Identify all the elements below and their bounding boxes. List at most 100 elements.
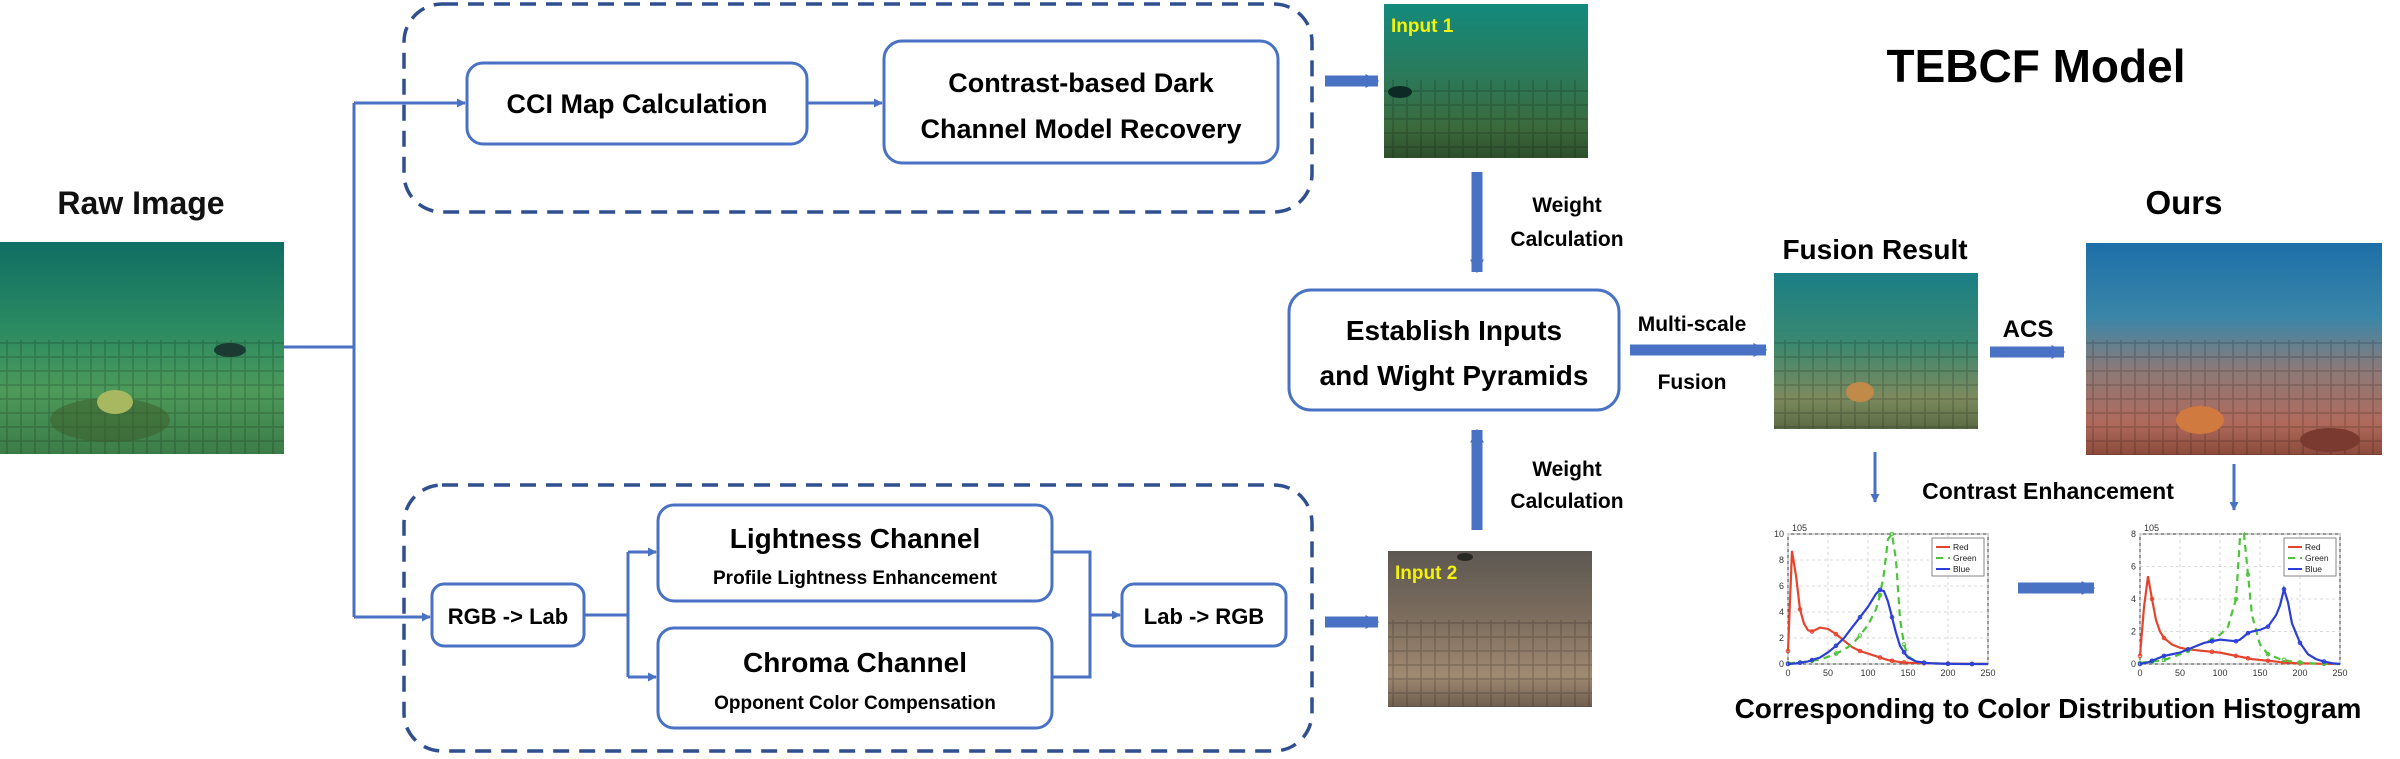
series-point-blue <box>2233 638 2239 644</box>
series-point-red <box>2149 596 2155 602</box>
series-point-blue <box>1877 587 1883 593</box>
series-point-blue <box>1945 661 1951 667</box>
lightness-title: Lightness Channel <box>730 523 980 554</box>
series-point-red <box>2209 649 2215 655</box>
x-tick-label: 100 <box>2212 668 2227 678</box>
multi-scale-label: Multi-scale <box>1638 313 1747 336</box>
rgb-to-lab-label: RGB -> Lab <box>448 604 568 629</box>
series-point-blue <box>1797 660 1803 666</box>
series-point-green <box>2245 572 2251 577</box>
series-point-blue <box>1809 657 1815 663</box>
series-point-red <box>1809 629 1815 634</box>
series-point-red <box>2245 656 2251 661</box>
series-point-blue <box>2149 658 2155 664</box>
cci-map-box: CCI Map Calculation <box>465 61 809 146</box>
x-tick-label: 200 <box>1940 668 1955 678</box>
legend-label-blue: Blue <box>1953 564 1970 574</box>
y-tick-label: 0 <box>1779 659 1784 669</box>
legend-label-green: Green <box>2305 553 2329 563</box>
y-tick-label: 4 <box>1779 607 1784 617</box>
input-2-label: Input 2 <box>1395 563 1457 584</box>
dark-channel-label-1: Contrast-based Dark <box>948 68 1215 98</box>
legend-label-blue: Blue <box>2305 564 2322 574</box>
series-point-blue <box>1901 650 1907 655</box>
raw-image-label: Raw Image <box>57 185 224 221</box>
top-branch-dashed-box <box>402 2 1314 214</box>
chroma-subtitle: Opponent Color Compensation <box>714 693 996 714</box>
bottom-branch-dashed-box <box>402 483 1314 753</box>
y-tick-label: 2 <box>2131 627 2136 637</box>
series-point-blue <box>2185 647 2191 652</box>
x-tick-label: 200 <box>2292 668 2307 678</box>
series-point-blue <box>2321 659 2327 664</box>
pyramid-label-2: and Wight Pyramids <box>1320 360 1589 391</box>
series-point-red <box>1889 658 1895 664</box>
series-point-blue <box>2137 661 2143 667</box>
series-point-blue <box>1969 661 1975 667</box>
series-point-blue <box>1857 614 1863 620</box>
chroma-channel-box: Chroma Channel Opponent Color Compensati… <box>656 626 1054 730</box>
series-point-blue <box>1921 660 1927 666</box>
y-tick-label: 6 <box>2131 562 2136 572</box>
series-point-red <box>1797 607 1803 612</box>
series-point-red <box>1877 655 1883 660</box>
fusion-result-label: Fusion Result <box>1782 234 1967 265</box>
x-tick-label: 100 <box>1860 668 1875 678</box>
ours-image <box>2086 243 2382 455</box>
series-point-red <box>2281 660 2287 665</box>
x-tick-label: 50 <box>1823 668 1833 678</box>
series-point-red <box>1857 648 1863 654</box>
series-point-red <box>1901 660 1907 665</box>
x-tick-label: 0 <box>1785 668 1790 678</box>
pyramid-label-1: Establish Inputs <box>1346 315 1562 346</box>
legend-label-green: Green <box>1953 553 1977 563</box>
x-tick-label: 50 <box>2175 668 2185 678</box>
series-point-blue <box>1833 643 1839 649</box>
weight-calc-top-1: Weight <box>1532 194 1602 217</box>
series-point-blue <box>2209 638 2215 644</box>
x-tick-label: 150 <box>2252 668 2267 678</box>
series-point-red <box>2137 653 2143 659</box>
ours-label: Ours <box>2145 184 2222 221</box>
y-multiplier-label: 105 <box>1792 523 1807 533</box>
series-point-blue <box>2281 586 2287 592</box>
x-tick-label: 250 <box>2332 668 2347 678</box>
raw-image <box>0 242 284 454</box>
x-tick-label: 0 <box>2137 668 2142 678</box>
lab-to-rgb-label: Lab -> RGB <box>1144 604 1264 629</box>
series-point-blue <box>2161 653 2167 659</box>
series-point-blue <box>2265 624 2271 629</box>
series-point-green <box>2265 651 2271 657</box>
y-tick-label: 4 <box>2131 594 2136 604</box>
legend-label-red: Red <box>1953 542 1969 552</box>
series-point-red <box>1785 648 1791 654</box>
input-1-image <box>1384 4 1588 158</box>
input-1-label: Input 1 <box>1391 16 1454 37</box>
series-point-green <box>1901 642 1907 647</box>
series-line-blue <box>2139 585 2341 666</box>
weight-calc-bottom-1: Weight <box>1532 458 1602 481</box>
x-tick-label: 150 <box>1900 668 1915 678</box>
series-point-green <box>1877 592 1883 598</box>
y-tick-label: 6 <box>1779 581 1784 591</box>
x-tick-label: 250 <box>1980 668 1995 678</box>
y-tick-label: 8 <box>2131 529 2136 539</box>
series-point-red <box>1833 631 1839 637</box>
cci-map-label: CCI Map Calculation <box>506 89 767 119</box>
series-point-blue <box>1889 614 1895 620</box>
series-point-green <box>1889 531 1895 537</box>
rgb-to-lab-box: RGB -> Lab <box>430 582 586 648</box>
series-point-red <box>2161 635 2167 641</box>
series-point-green <box>2233 596 2239 602</box>
model-title: TEBCF Model <box>1887 40 2186 92</box>
series-line-blue <box>1787 588 1988 666</box>
series-line-green <box>2139 531 2341 666</box>
series-point-green <box>1857 633 1863 638</box>
split-connector <box>584 552 630 677</box>
series-point-blue <box>1785 661 1791 667</box>
series-line-red <box>2138 576 2341 666</box>
series-point-green <box>2297 660 2303 665</box>
acs-label: ACS <box>2003 316 2054 343</box>
